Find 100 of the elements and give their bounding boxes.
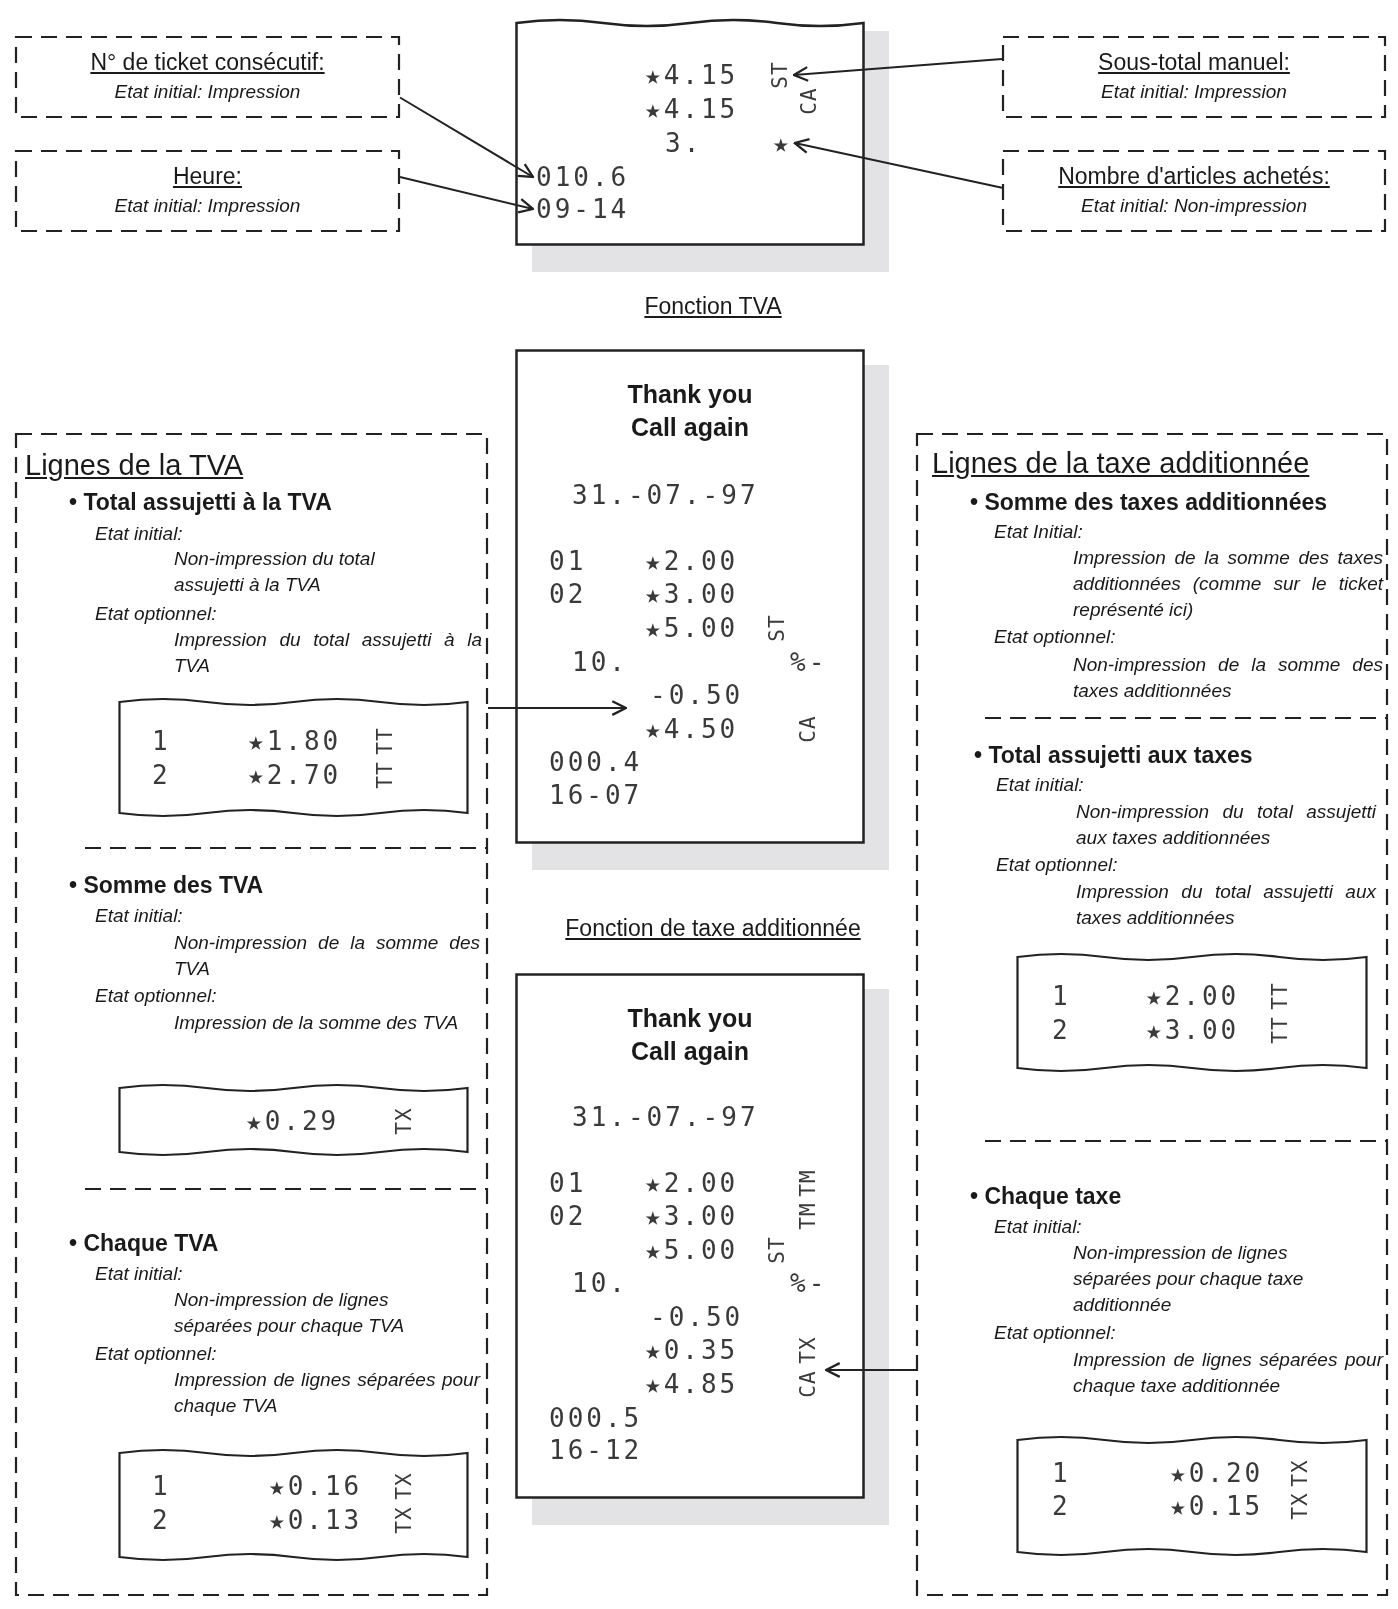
receipt-code: TX — [1289, 1459, 1311, 1487]
option-heading: • Somme des TVA — [69, 871, 264, 899]
arrow — [792, 57, 1003, 82]
receipt-line-text: ★2.70 — [248, 759, 342, 791]
state-description: Non-impression du total assujetti à la TVA — [174, 547, 376, 597]
arrow — [399, 176, 535, 214]
receipt-line-text: ★2.00 — [1146, 980, 1240, 1012]
receipt — [515, 973, 865, 1499]
receipt-code: CA — [797, 715, 819, 743]
receipt-code: TX — [1289, 1492, 1311, 1520]
receipt-code: TT — [374, 761, 396, 789]
arrow — [487, 700, 628, 716]
callout-box — [15, 150, 400, 232]
receipt-line-text: 01 — [549, 1167, 587, 1199]
section-caption: Fonction TVA — [644, 292, 782, 320]
receipt-line-text: 16-12 — [549, 1434, 643, 1466]
receipt-code: TX — [393, 1472, 415, 1500]
receipt-line-text: ★ — [773, 127, 792, 159]
receipt-line-text: ★0.29 — [246, 1105, 340, 1137]
receipt-line-text: 2 — [1052, 1014, 1071, 1046]
receipt-line-text: 010.6 — [536, 161, 630, 193]
state-label: Etat initial: — [994, 1215, 1082, 1239]
receipt-line-text: ★4.50 — [645, 713, 739, 745]
receipt-line-text: 10. — [572, 646, 628, 678]
receipt-line-text: %- — [790, 646, 828, 678]
state-description: Impression de la somme des taxes additionnées (comme sur le ticket représenté ici) — [1073, 546, 1383, 622]
callout-note: Etat initial: Impression — [1100, 80, 1288, 104]
callout-box — [1002, 150, 1386, 232]
state-description: Non-impression de lignes séparées pour chaque taxe additionnée — [1073, 1241, 1305, 1317]
state-label: Etat optionnel: — [95, 984, 217, 1008]
receipt-code: CA — [798, 87, 820, 115]
receipt-line-text: 01 — [549, 545, 587, 577]
settings-panel — [916, 433, 1388, 1596]
receipt-header: Thank you Call again — [626, 379, 754, 443]
callout-title: Heure: — [171, 162, 243, 190]
state-label: Etat optionnel: — [95, 602, 217, 626]
receipt-line-text: ★1.80 — [248, 725, 342, 757]
receipt-line-text: 1 — [1052, 980, 1071, 1012]
receipt-line-text: ★4.15 — [645, 59, 739, 91]
receipt-code: TM — [797, 1202, 819, 1230]
receipt-line-text: 2 — [1052, 1490, 1071, 1522]
receipt-line-text: ★0.15 — [1170, 1490, 1264, 1522]
state-label: Etat initial: — [996, 773, 1084, 797]
panel-heading: Lignes de la TVA — [25, 448, 244, 482]
receipt-line-text: 2 — [152, 1504, 171, 1536]
section-caption: Fonction de taxe additionnée — [565, 914, 861, 942]
state-label: Etat optionnel: — [994, 625, 1116, 649]
receipt-line-text: ★0.35 — [645, 1334, 739, 1366]
option-heading: • Chaque taxe — [970, 1182, 1122, 1210]
state-label: Etat optionnel: — [996, 853, 1118, 877]
state-description: Impression du total assujetti aux taxes additionnées — [1076, 880, 1376, 930]
receipt-code: ST — [766, 614, 788, 642]
receipt-line-text: 09-14 — [536, 193, 630, 225]
receipt-line-text: 31.-07.-97 — [572, 1101, 759, 1133]
receipt-line-text: -0.50 — [650, 1301, 744, 1333]
receipt-line-text: 16-07 — [549, 779, 643, 811]
arrow — [399, 96, 535, 179]
state-description: Impression du total assujetti à la TVA — [174, 628, 482, 678]
receipt-line-text: 000.5 — [549, 1402, 643, 1434]
state-description: Impression de la somme des TVA — [174, 1011, 460, 1035]
state-label: Etat initial: — [95, 904, 183, 928]
callout-note: Etat initial: Non-impression — [1080, 194, 1308, 218]
callout-note: Etat initial: Impression — [113, 80, 302, 104]
receipt-line-text: ★0.20 — [1170, 1457, 1264, 1489]
state-description: Impression de lignes séparées pour chaque taxe additionnée — [1073, 1348, 1383, 1398]
receipt-line-text: ★3.00 — [645, 578, 739, 610]
state-label: Etat Initial: — [994, 520, 1083, 544]
receipt-code: ST — [766, 1236, 788, 1264]
receipt-line-text: ★5.00 — [645, 1234, 739, 1266]
state-description: Non-impression du total assujetti aux taxes additionnées — [1076, 800, 1376, 850]
receipt-code: TT — [1269, 1016, 1291, 1044]
receipt-line-text: 3. — [665, 127, 703, 159]
option-heading: • Chaque TVA — [69, 1229, 219, 1257]
state-label: Etat initial: — [95, 522, 183, 546]
receipt-line-text: 02 — [549, 578, 587, 610]
panel-heading: Lignes de la taxe additionnée — [932, 446, 1310, 480]
callout-box — [1002, 36, 1386, 118]
receipt-code: TX — [393, 1506, 415, 1534]
receipt-code: TT — [374, 727, 396, 755]
receipt-code: TM — [797, 1169, 819, 1197]
receipt-line-text: 10. — [572, 1267, 628, 1299]
state-description: Non-impression de lignes séparées pour chaque TVA — [174, 1288, 406, 1338]
state-label: Etat optionnel: — [95, 1342, 217, 1366]
receipt-code: TX — [393, 1107, 415, 1135]
receipt-line-text: 31.-07.-97 — [572, 479, 759, 511]
receipt-line-text: ★2.00 — [645, 1167, 739, 1199]
callout-title: Nombre d'articles achetés: — [1057, 162, 1331, 190]
receipt-line-text: ★0.16 — [269, 1470, 363, 1502]
arrow — [793, 138, 1003, 189]
receipt-line-text: 000.4 — [549, 746, 643, 778]
receipt-line-text: ★3.00 — [1146, 1014, 1240, 1046]
receipt-code: CA — [797, 1370, 819, 1398]
callout-note: Etat initial: Impression — [113, 194, 302, 218]
receipt-line-text: ★4.15 — [645, 93, 739, 125]
arrow — [824, 1362, 917, 1378]
state-label: Etat optionnel: — [994, 1321, 1116, 1345]
receipt-line-text: 1 — [152, 725, 171, 757]
receipt-code: TX — [797, 1336, 819, 1364]
callout-title: N° de ticket consécutif: — [89, 48, 326, 76]
receipt-line-text: ★2.00 — [645, 545, 739, 577]
